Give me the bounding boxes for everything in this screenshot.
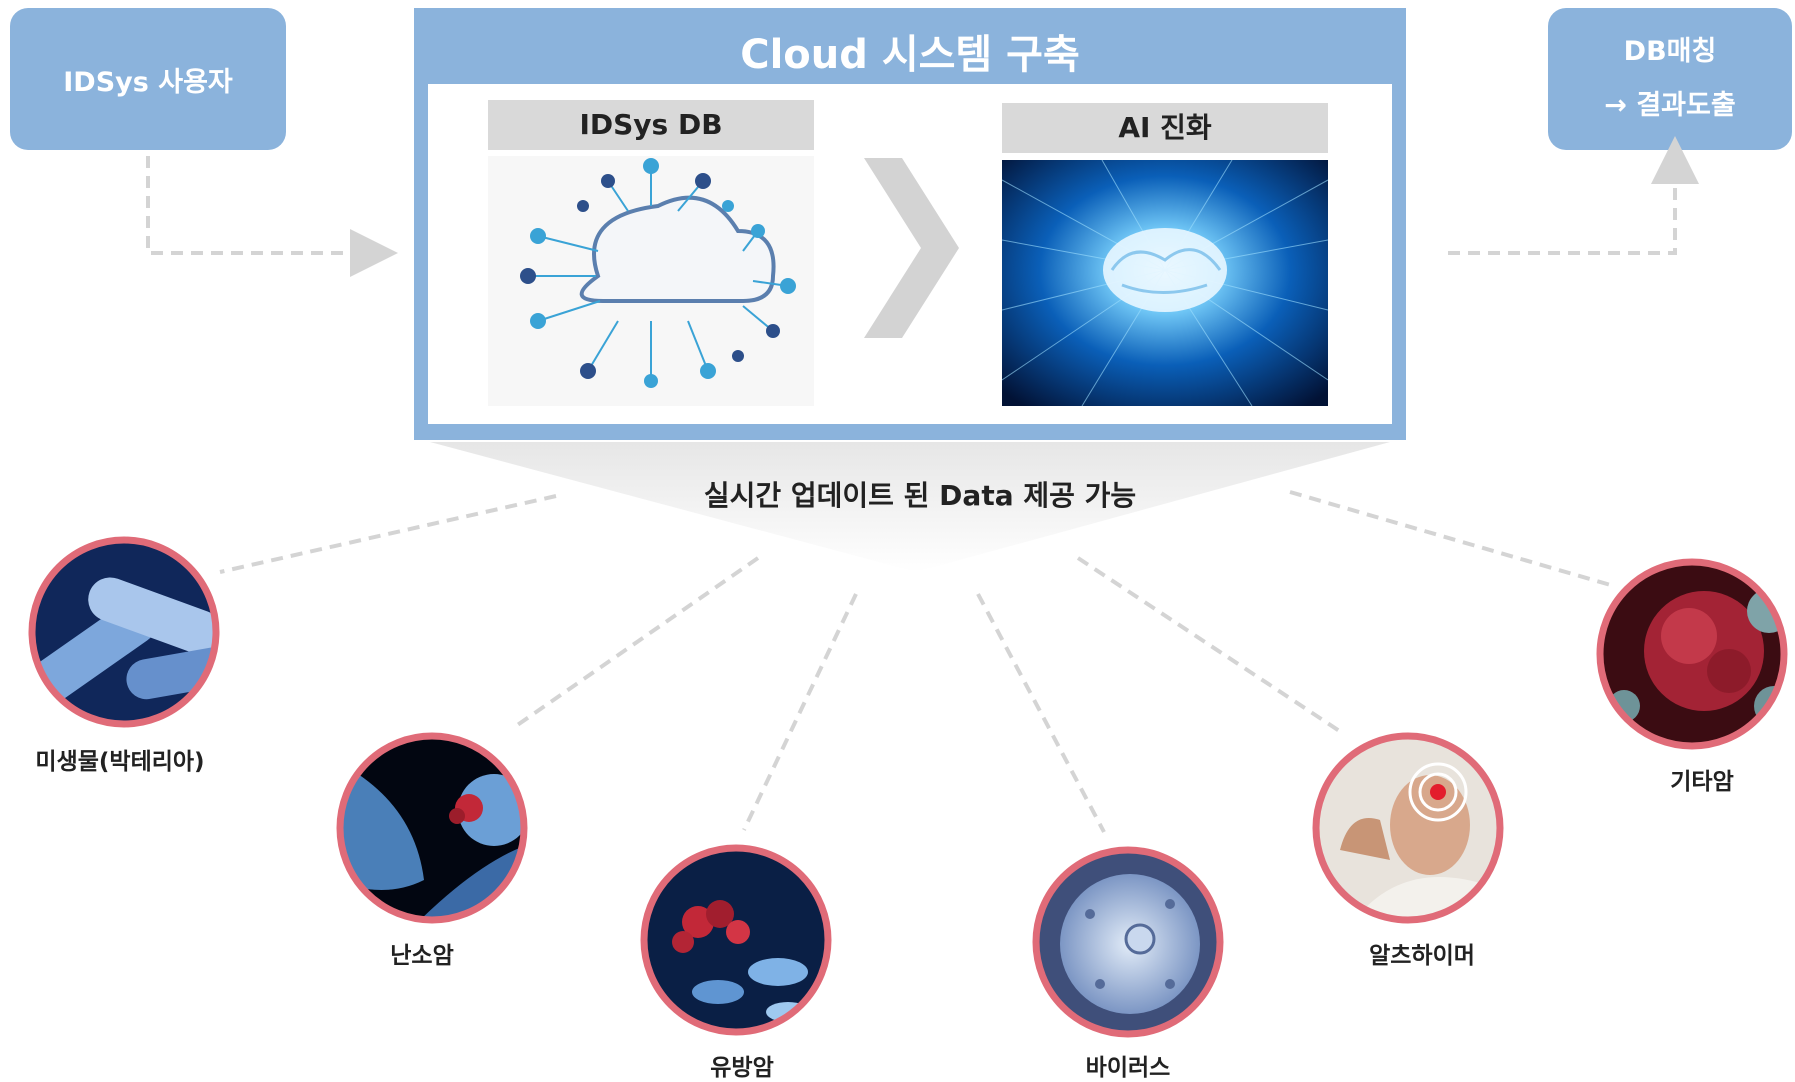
cloud-title: Cloud 시스템 구축 (740, 32, 1080, 78)
spoke-other-cancer (1289, 490, 1615, 588)
spoke-ovarian (514, 556, 760, 728)
category-label-alzheimer: 알츠하이머 (1369, 943, 1475, 969)
user-to-cloud-arrow (146, 156, 398, 277)
cloud-inner: IDSys DB (428, 84, 1392, 424)
chevron-right-icon (864, 158, 959, 338)
category-label-other-cancer: 기타암 (1670, 769, 1734, 795)
spoke-virus (976, 593, 1106, 833)
cancer-cell-icon (1594, 556, 1790, 756)
spoke-bacteria (219, 494, 557, 574)
category-label-bacteria: 미생물(박테리아) (35, 749, 205, 775)
category-label-breast: 유방암 (710, 1055, 774, 1081)
breast-cancer-icon (638, 842, 834, 1042)
alzheimer-icon (1310, 730, 1506, 930)
update-caption: 실시간 업데이트 된 Data 제공 가능 (703, 479, 1137, 512)
bacteria-icon (26, 534, 222, 734)
result-line-1: DB매칭 (1623, 36, 1717, 67)
ai-brain-icon (1001, 159, 1329, 407)
user-box: IDSys 사용자 (10, 8, 286, 150)
cloud-network-icon (488, 156, 814, 406)
category-label-virus: 바이러스 (1085, 1055, 1171, 1081)
ai-title: AI 진화 (1002, 103, 1328, 153)
spoke-alzheimer (1076, 556, 1346, 736)
user-box-label: IDSys 사용자 (63, 66, 233, 98)
virus-icon (1030, 844, 1226, 1044)
result-box: DB매칭 → 결과도출 (1548, 8, 1792, 150)
ovarian-cancer-icon (334, 730, 530, 930)
spotlight-fan (430, 442, 1390, 572)
db-title: IDSys DB (488, 100, 814, 150)
category-label-ovarian: 난소암 (390, 943, 454, 969)
result-line-2: → 결과도출 (1604, 90, 1736, 121)
spoke-breast (742, 593, 858, 831)
cloud-to-result-arrow (1448, 136, 1699, 255)
cloud-panel: Cloud 시스템 구축 IDSys DB (414, 8, 1406, 440)
